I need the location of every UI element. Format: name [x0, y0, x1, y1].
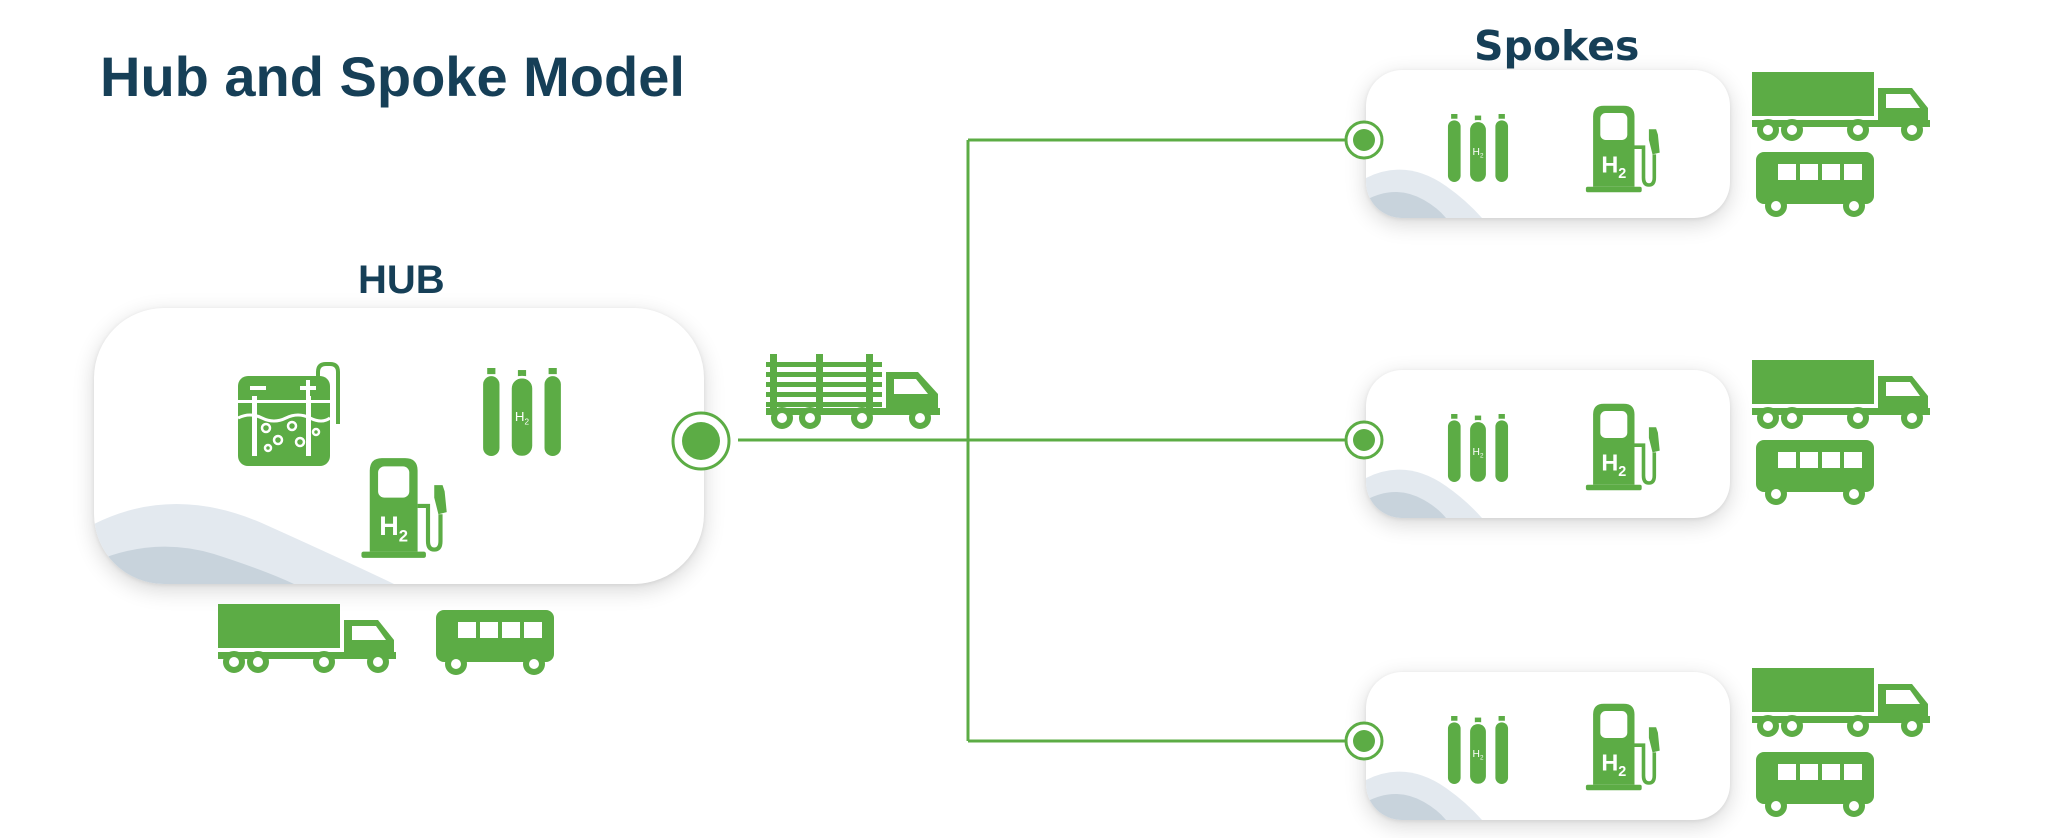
truck-icon [1752, 72, 1932, 142]
h2-fuel-pump-icon [352, 456, 452, 560]
spoke-node-3 [1344, 721, 1384, 761]
h2-cylinders-icon [1438, 414, 1518, 482]
h2-cylinders-icon [1438, 114, 1518, 182]
bus-icon [1756, 752, 1874, 818]
bus-icon [436, 610, 554, 676]
spoke-node-1 [1344, 120, 1384, 160]
h2-fuel-pump-icon [1580, 702, 1662, 792]
spoke-card-1 [1366, 70, 1730, 218]
electrolyzer-icon [238, 362, 342, 466]
spoke-node-2 [1344, 420, 1384, 460]
truck-icon [1752, 668, 1932, 738]
bus-icon [1756, 152, 1874, 218]
tube-trailer-truck-icon [766, 354, 942, 430]
spoke-card-3 [1366, 672, 1730, 820]
spoke-card-2 [1366, 370, 1730, 518]
hub-connector-node [671, 411, 731, 471]
card-swoosh-decoration [1366, 469, 1482, 518]
hub-label: HUB [358, 258, 445, 302]
h2-cylinders-icon [472, 368, 572, 456]
h2-fuel-pump-icon [1580, 402, 1662, 492]
truck-icon [1752, 360, 1932, 430]
card-swoosh-decoration [94, 504, 394, 584]
page-title: Hub and Spoke Model [100, 45, 685, 108]
truck-icon [218, 604, 398, 674]
card-swoosh-decoration [1366, 771, 1482, 820]
h2-fuel-pump-icon [1580, 104, 1662, 194]
bus-icon [1756, 440, 1874, 506]
spokes-label: Spokes [1474, 22, 1640, 70]
hub-card [94, 308, 704, 584]
h2-cylinders-icon [1438, 716, 1518, 784]
card-swoosh-decoration [1366, 169, 1482, 218]
